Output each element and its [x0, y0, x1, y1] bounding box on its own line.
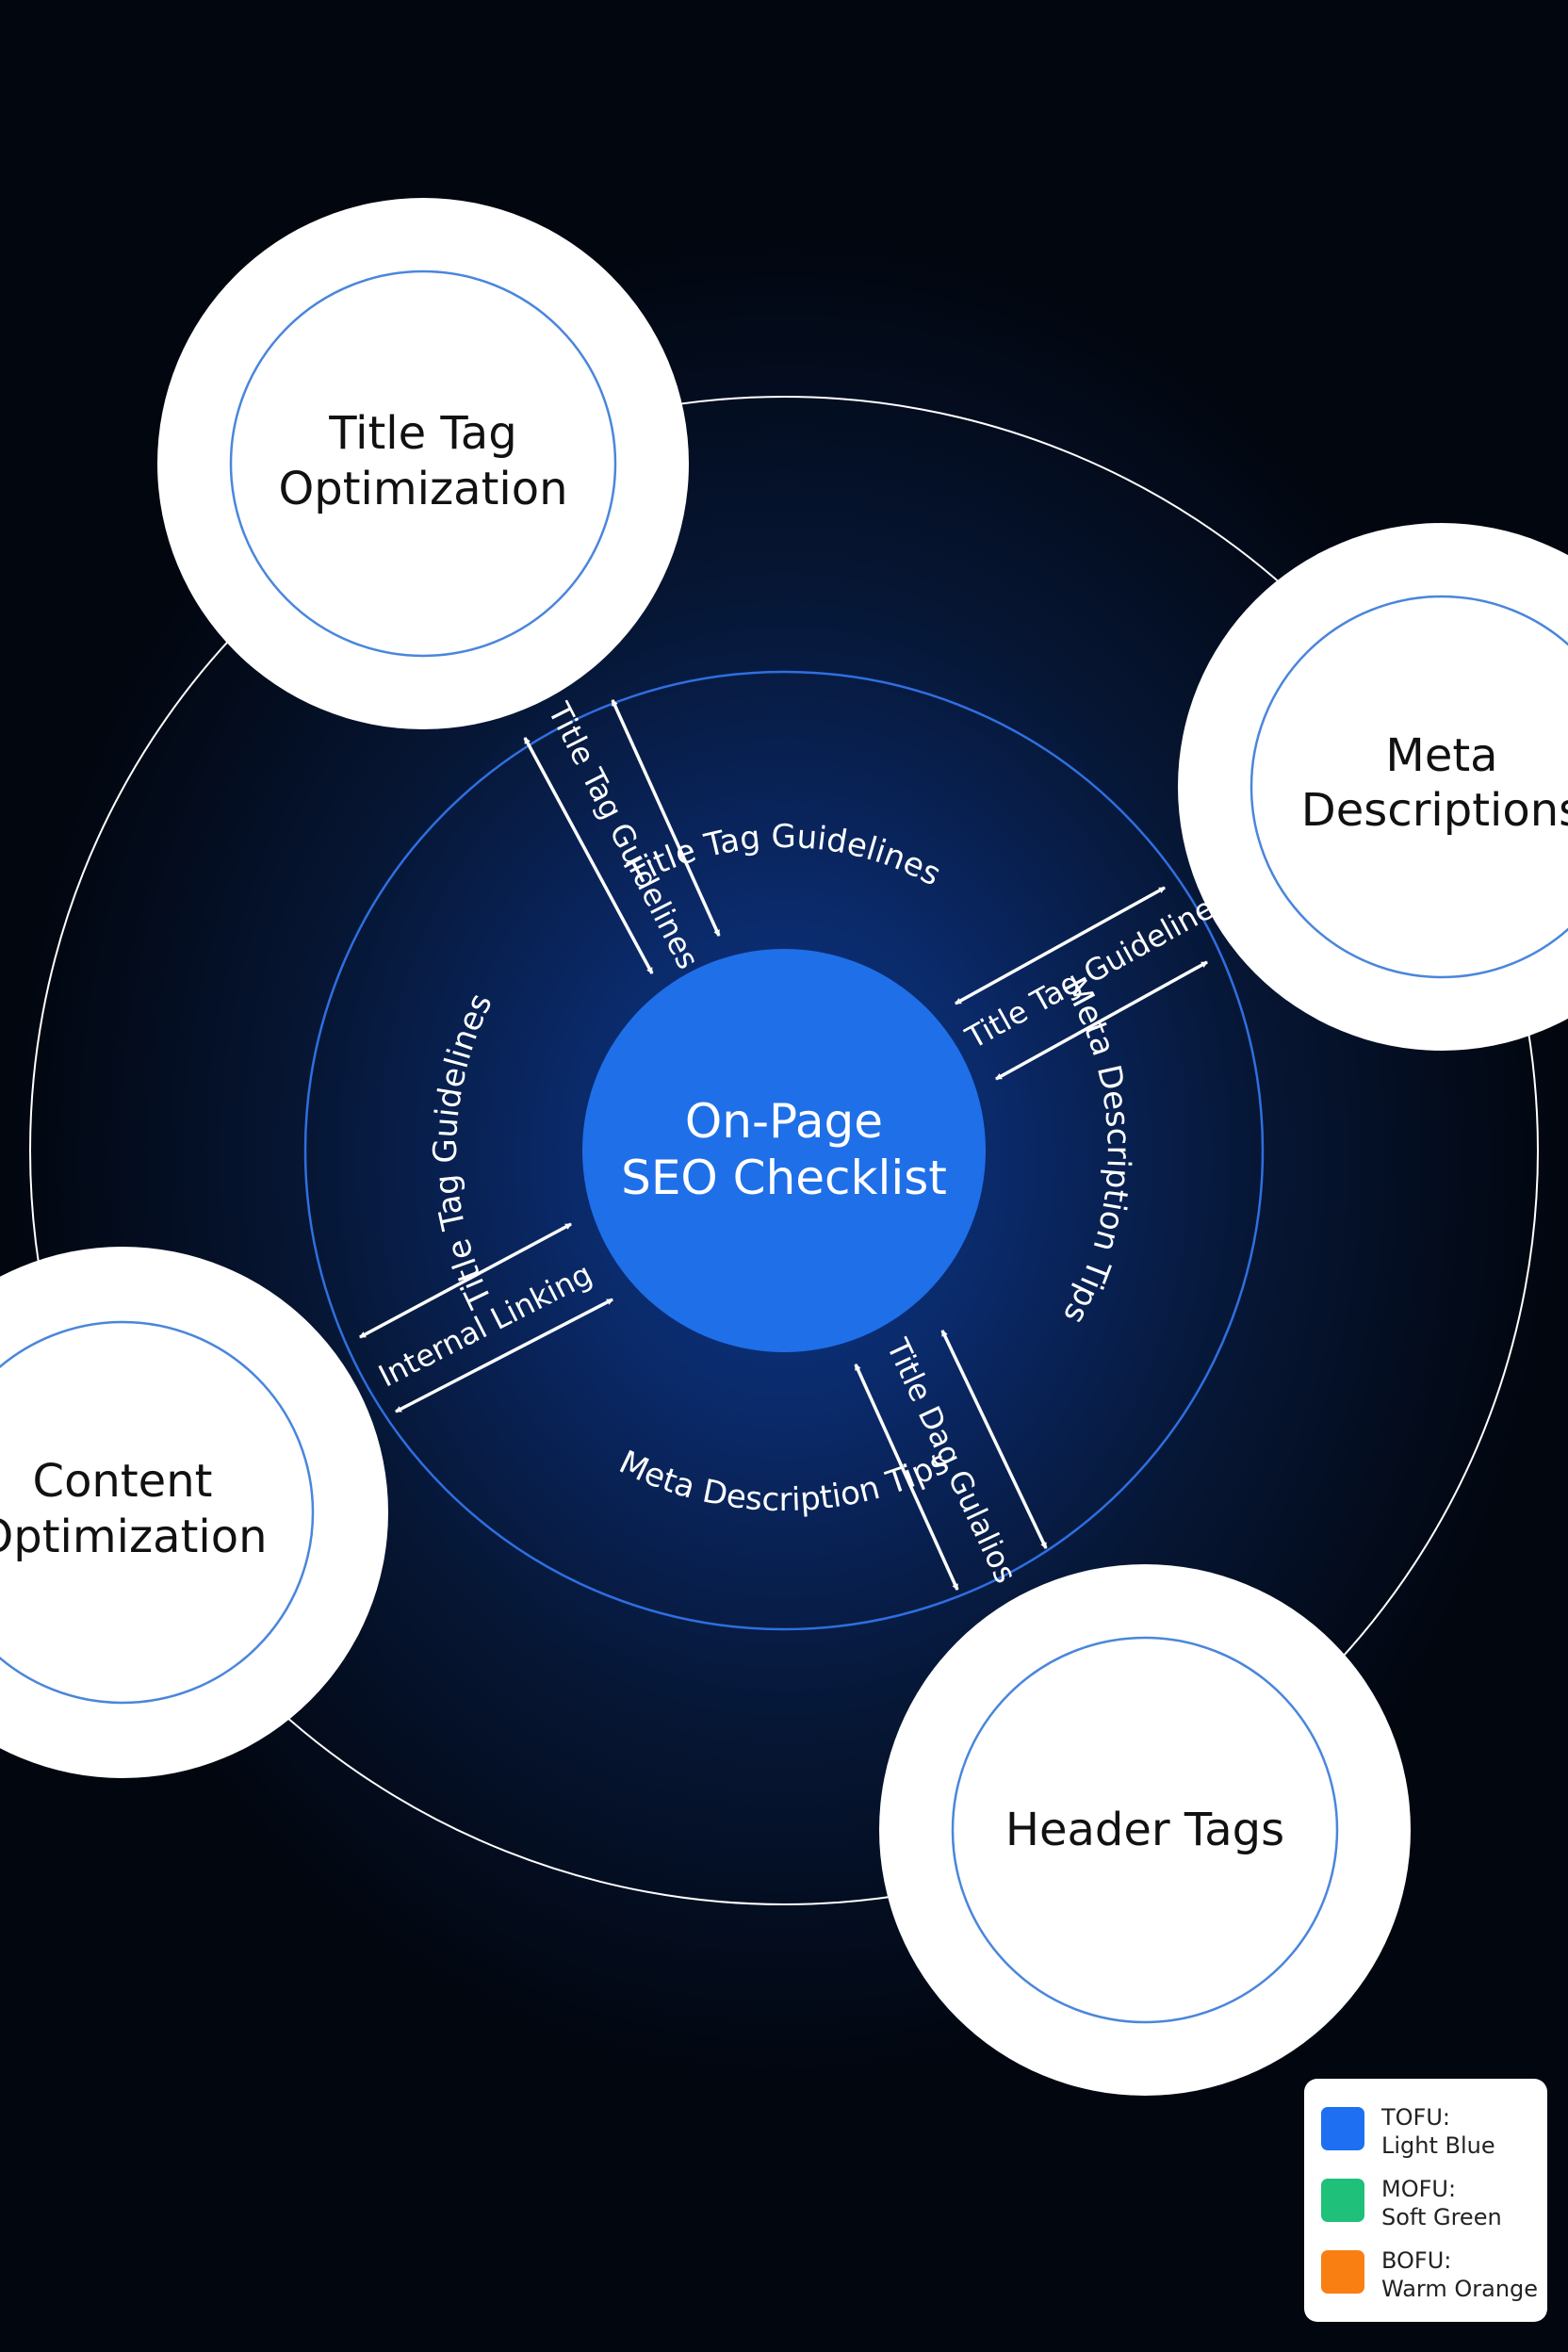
legend: TOFU: Light Blue MOFU: Soft Green BOFU: …	[1304, 2079, 1547, 2322]
connector-header-arrow-a	[854, 1364, 959, 1591]
node-title-tag-optimization: Title Tag Optimization	[157, 198, 689, 729]
node-content-label-line2: Optimization	[0, 1511, 268, 1563]
node-header-circle	[879, 1564, 1411, 2096]
node-title-tag-circle	[157, 198, 689, 729]
legend-code-mofu: MOFU:	[1381, 2176, 1457, 2202]
node-meta-circle	[1178, 523, 1568, 1051]
center-node: On-Page SEO Checklist	[582, 949, 986, 1352]
node-header-label: Header Tags	[1005, 1804, 1284, 1856]
node-content-inner-ring	[0, 1320, 315, 1705]
inner-ring	[303, 670, 1265, 1631]
node-header-inner-ring	[951, 1636, 1339, 2024]
node-content-label-line1: Content	[33, 1455, 213, 1508]
center-node-circle	[582, 949, 986, 1352]
center-title-line2: SEO Checklist	[621, 1151, 947, 1205]
node-meta-descriptions: Meta Descriptions	[1178, 523, 1568, 1051]
legend-text-bofu: BOFU: Warm Orange	[1381, 2246, 1538, 2303]
center-title-line1: On-Page	[685, 1094, 883, 1149]
connector-header-arrow-b	[940, 1330, 1048, 1549]
node-meta-label-line1: Meta	[1385, 729, 1497, 782]
legend-name-tofu: Light Blue	[1381, 2132, 1495, 2159]
node-header-tags: Header Tags	[879, 1564, 1411, 2096]
connector-meta-arrow-a	[955, 886, 1166, 1005]
connector-title-tag-arrow-b	[611, 699, 721, 937]
node-title-tag-label-line1: Title Tag	[328, 407, 516, 460]
legend-name-bofu: Warm Orange	[1381, 2276, 1539, 2302]
node-content-circle	[0, 1247, 388, 1778]
node-content-optimization: Content Optimization	[0, 1247, 388, 1778]
legend-text-mofu: MOFU: Soft Green	[1381, 2175, 1502, 2231]
legend-item-mofu: MOFU: Soft Green	[1321, 2175, 1532, 2246]
connector-meta-arrow-b	[995, 960, 1208, 1081]
ring-label-bottom: Meta Description Tips	[613, 1444, 955, 1519]
ring-label-left: Title Tag Guidelines	[427, 988, 500, 1315]
node-title-tag-label-line2: Optimization	[278, 463, 567, 515]
legend-item-bofu: BOFU: Warm Orange	[1321, 2246, 1538, 2318]
node-meta-label-line2: Descriptions	[1301, 784, 1568, 837]
node-meta-inner-ring	[1250, 595, 1568, 979]
connector-header: Title Dag Gulalios	[854, 1330, 1048, 1591]
outer-ring	[29, 396, 1539, 1905]
legend-swatch-mofu	[1321, 2179, 1364, 2222]
legend-text-tofu: TOFU: Light Blue	[1381, 2103, 1495, 2160]
legend-code-bofu: BOFU:	[1381, 2247, 1452, 2274]
legend-item-tofu: TOFU: Light Blue	[1321, 2103, 1532, 2175]
node-title-tag-inner-ring	[229, 270, 617, 658]
connector-content: Internal Linking	[359, 1222, 613, 1413]
legend-swatch-tofu	[1321, 2107, 1364, 2150]
legend-code-tofu: TOFU:	[1381, 2104, 1451, 2131]
connector-content-arrow-b	[395, 1298, 613, 1413]
legend-swatch-bofu	[1321, 2250, 1364, 2294]
legend-name-mofu: Soft Green	[1381, 2204, 1502, 2230]
